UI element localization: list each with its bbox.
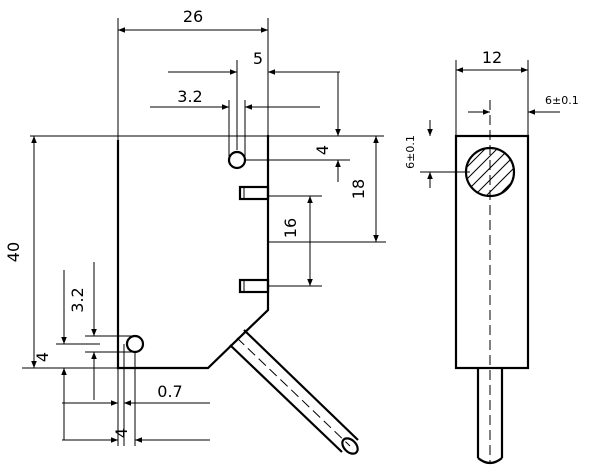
side-view: 26 5 3.2 4 18 bbox=[4, 7, 386, 455]
end-view-body bbox=[454, 134, 530, 370]
dim-pitch-text: 16 bbox=[281, 218, 300, 238]
dim-pin-block-18: 18 bbox=[268, 136, 386, 243]
dim-width-26: 26 bbox=[118, 7, 269, 135]
dim-center-x: 6±0.1 bbox=[468, 94, 579, 115]
dim-diameter-bottom-text: 3.2 bbox=[68, 287, 87, 312]
dim-hole-offset-5: 5 bbox=[168, 49, 340, 150]
dim-width-text: 26 bbox=[183, 7, 203, 26]
dim-gap-text: 0.7 bbox=[157, 382, 182, 401]
dim-bottom-offset-text: 4 bbox=[112, 428, 131, 438]
switch-body-outline bbox=[116, 135, 270, 370]
dim-center-y-text: 6±0.1 bbox=[404, 135, 417, 169]
dim-height-40: 40 bbox=[4, 136, 118, 369]
dim-pin-pitch-16: 16 bbox=[268, 195, 322, 287]
dim-offset-text: 5 bbox=[253, 49, 263, 68]
dim-drop-text: 4 bbox=[313, 145, 332, 155]
dim-block-text: 18 bbox=[349, 179, 368, 199]
dim-bottom-offset-4: 4 bbox=[62, 352, 210, 446]
dim-diameter-top-text: 3.2 bbox=[177, 87, 202, 106]
terminal-pin-lower bbox=[238, 278, 270, 294]
dim-height-text: 40 bbox=[4, 242, 23, 262]
end-view-hatched-hole bbox=[464, 146, 516, 198]
dim-end-width-text: 12 bbox=[482, 48, 502, 67]
end-view: 12 6±0.1 6±0.1 bbox=[404, 48, 579, 465]
dim-center-x-text: 6±0.1 bbox=[545, 94, 579, 107]
dim-bottom-height-text: 4 bbox=[33, 352, 52, 362]
dim-hole-diameter-top: 3.2 bbox=[150, 87, 320, 110]
dim-center-y: 6±0.1 bbox=[404, 120, 470, 188]
actuator-lever bbox=[229, 329, 359, 455]
dim-hole-drop-4: 4 bbox=[245, 72, 350, 182]
dim-bottom-hole-height-4: 4 bbox=[33, 270, 100, 440]
terminal-pin-upper bbox=[238, 185, 270, 201]
dim-gap-0.7: 0.7 bbox=[62, 344, 210, 446]
dim-end-width-12: 12 bbox=[455, 48, 529, 136]
dim-hole-diameter-bottom: 3.2 bbox=[68, 262, 97, 400]
end-view-plunger bbox=[476, 368, 504, 465]
